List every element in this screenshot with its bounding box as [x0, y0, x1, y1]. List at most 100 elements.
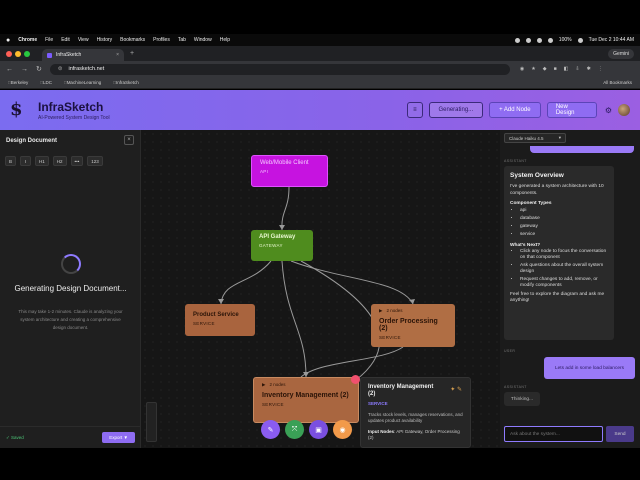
site-info-icon[interactable]: ⊜ [57, 66, 63, 72]
menu-tab[interactable]: Tab [177, 37, 186, 43]
menu-edit[interactable]: Edit [61, 37, 70, 43]
menu-window[interactable]: Window [193, 37, 212, 43]
new-tab-button[interactable]: + [130, 50, 135, 57]
status-icon[interactable] [536, 37, 542, 43]
document-toggle-button[interactable]: ≡ [406, 102, 423, 118]
new-design-button[interactable]: New Design [546, 102, 597, 118]
app-tagline: AI-Powered System Design Tool [38, 114, 110, 121]
group-badge[interactable]: ▶2 nodes [379, 308, 447, 314]
bookmark-item[interactable]: Berkeley [8, 80, 29, 85]
bold-button[interactable]: B [5, 156, 17, 166]
forward-icon[interactable]: → [21, 65, 28, 73]
zoom-window-button[interactable] [24, 50, 30, 57]
generating-title: Generating Design Document... [14, 284, 127, 293]
avatar[interactable] [618, 104, 630, 116]
numbered-list-button[interactable]: 123 [87, 156, 103, 166]
mac-menu-bar: ● Chrome File Edit View History Bookmark… [0, 34, 640, 46]
edit-icon[interactable]: ✎ [261, 420, 280, 439]
gemini-button[interactable]: Gemini [608, 48, 634, 59]
thinking-indicator: Thinking... [504, 392, 540, 406]
address-bar[interactable]: ⊜ infrasketch.net [49, 63, 510, 75]
node-api-gateway[interactable]: API Gateway GATEWAY [251, 230, 313, 261]
arrow-head [409, 299, 415, 304]
panel-footer: ✓ Saved Export ▼ [0, 426, 141, 448]
generating-button[interactable]: Generating... [428, 102, 483, 118]
camera-icon[interactable]: ◉ [333, 420, 352, 439]
diagram-canvas[interactable]: Web/Mobile Client API API Gateway GATEWA… [141, 130, 500, 448]
all-bookmarks[interactable]: All Bookmarks [603, 80, 632, 85]
menu-view[interactable]: View [77, 37, 89, 43]
browser-tab[interactable]: InfraSketch × [42, 49, 124, 61]
extension-icon[interactable]: ◧ [563, 66, 569, 72]
loading-spinner [61, 254, 81, 274]
minimize-window-button[interactable] [15, 50, 21, 57]
edge-order-inventory [300, 346, 404, 378]
connect-icon[interactable]: ⤧ [285, 420, 304, 439]
menu-chrome[interactable]: Chrome [18, 37, 38, 43]
menu-profiles[interactable]: Profiles [153, 37, 170, 43]
export-button[interactable]: Export ▼ [102, 432, 135, 443]
group-badge[interactable]: ▶2 nodes [262, 382, 350, 388]
window-controls [6, 50, 30, 57]
chat-input[interactable]: Ask about the system... [504, 426, 603, 442]
eye-icon[interactable]: ◉ [519, 66, 525, 72]
h1-button[interactable]: H1 [35, 156, 49, 166]
play-icon: ▶ [262, 382, 266, 387]
zoom-controls[interactable] [146, 402, 157, 442]
bullet-list-button[interactable]: ••• [70, 156, 84, 166]
reload-icon[interactable]: ↻ [36, 66, 42, 73]
menu-dots-icon[interactable]: ⋮ [597, 66, 603, 72]
tooltip-inputs: Input Nodes: API Gateway, Order Processi… [368, 429, 460, 440]
edge-gateway-order [290, 260, 414, 305]
bookmark-item[interactable]: MachineLearning [64, 80, 102, 85]
wifi-icon[interactable] [547, 37, 553, 43]
puzzle-icon[interactable]: ✱ [586, 66, 591, 72]
italic-button[interactable]: I [20, 156, 32, 166]
sparkle-icon[interactable]: ✦ [450, 387, 456, 393]
group-icon[interactable]: ▣ [309, 420, 328, 439]
node-inventory-management[interactable]: ▶2 nodes Inventory Management (2) SERVIC… [253, 377, 359, 423]
node-order-processing[interactable]: ▶2 nodes Order Processing (2) SERVICE [371, 304, 455, 347]
url-text: infrasketch.net [68, 66, 105, 72]
status-icon[interactable] [525, 37, 531, 43]
delete-node-badge[interactable] [351, 375, 360, 384]
back-icon[interactable]: ← [6, 65, 13, 73]
generating-description: This may take 1-2 minutes. Claude is ana… [18, 309, 123, 330]
status-icon[interactable] [514, 37, 520, 43]
h2-button[interactable]: H2 [52, 156, 67, 166]
gear-icon[interactable]: ⚙ [604, 105, 612, 115]
design-document-panel: Design Document × B I H1 H2 ••• 123 Gene… [0, 130, 141, 448]
send-button[interactable]: Send [606, 426, 634, 442]
bookmark-item[interactable]: LDC [40, 80, 52, 85]
edit-icon[interactable]: ✎ [456, 387, 462, 393]
node-product-service[interactable]: Product Service SERVICE [185, 304, 255, 336]
tab-close-icon[interactable]: × [116, 52, 119, 58]
clock[interactable]: Tue Dec 2 10:44 AM [588, 37, 634, 43]
add-node-button[interactable]: + Add Node [488, 102, 541, 118]
app-header: $ InfraSketch AI-Powered System Design T… [0, 90, 640, 130]
bookmark-item[interactable]: InfraSketch [113, 80, 139, 85]
menu-history[interactable]: History [96, 37, 113, 43]
star-icon[interactable]: ★ [531, 66, 536, 72]
edge-gateway-product [220, 260, 272, 305]
apple-menu-icon[interactable]: ● [6, 36, 11, 44]
model-select[interactable]: Claude Haiku 4.5 ▾ [504, 133, 566, 143]
control-center-icon[interactable] [577, 37, 583, 43]
node-count: 2 nodes [386, 308, 403, 313]
overview-intro: I've generated a system architecture wit… [510, 184, 604, 196]
menu-bookmarks[interactable]: Bookmarks [120, 37, 146, 43]
menu-help[interactable]: Help [219, 37, 230, 43]
node-client[interactable]: Web/Mobile Client API [251, 155, 328, 187]
menu-file[interactable]: File [45, 37, 54, 43]
message-role: ASSISTANT [504, 385, 527, 389]
format-toolbar: B I H1 H2 ••• 123 [5, 156, 103, 166]
tooltip-type: SERVICE [368, 401, 388, 406]
close-icon[interactable]: × [124, 135, 134, 145]
close-window-button[interactable] [6, 50, 12, 57]
download-icon[interactable]: ⇩ [575, 66, 580, 72]
header-actions: ≡ Generating... + Add Node New Design ⚙ [406, 102, 630, 118]
extension-icon[interactable]: ◆ [542, 66, 547, 72]
extension-icon[interactable]: ■ [553, 66, 557, 72]
node-type: SERVICE [262, 402, 284, 407]
